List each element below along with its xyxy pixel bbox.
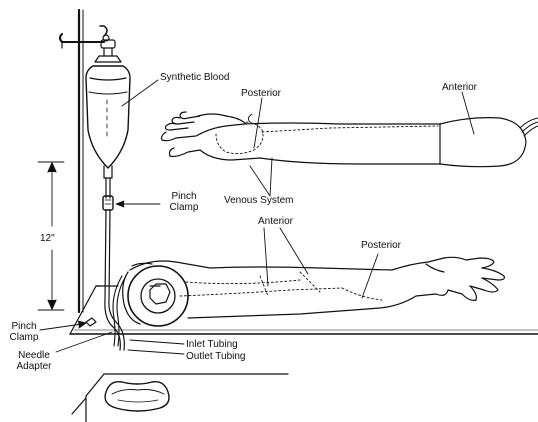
pointer-venous-system [250,166,270,196]
lower-stand [72,374,288,422]
lower-arm [113,257,504,346]
pointer-needle-adapter [56,332,112,352]
blood-bag [86,40,130,178]
upper-arm [162,112,538,167]
label-posterior-bottom: Posterior [361,240,401,251]
pointer-inlet-tubing [130,340,184,344]
label-anterior-bottom: Anterior [258,216,293,227]
label-twelve-inch: 12" [38,233,57,244]
label-needle-adapter-1: Needle [12,350,56,361]
basin [105,382,169,411]
pointer-pinch-clamp-lower [40,324,82,330]
label-outlet-tubing: Outlet Tubing [186,351,245,362]
label-posterior-top: Posterior [241,88,281,99]
pointer-anterior-bottom [264,228,268,286]
pointer-posterior-bottom [362,254,378,298]
pointer-outlet-tubing [128,350,184,354]
pointer-anterior-top [462,92,474,134]
label-pinch-clamp-upper-1: Pinch [164,191,204,202]
label-pinch-clamp-lower-2: Clamp [4,332,44,343]
label-pinch-clamp-lower-1: Pinch [4,321,44,332]
table [70,286,538,334]
label-needle-adapter-2: Adapter [12,361,56,372]
label-venous-system: Venous System [224,195,293,206]
label-synthetic-blood: Synthetic Blood [160,72,230,83]
pointer-synthetic-blood [122,80,158,106]
label-pinch-clamp-upper-2: Clamp [164,202,204,213]
label-inlet-tubing: Inlet Tubing [186,339,238,350]
label-anterior-top: Anterior [442,82,477,93]
